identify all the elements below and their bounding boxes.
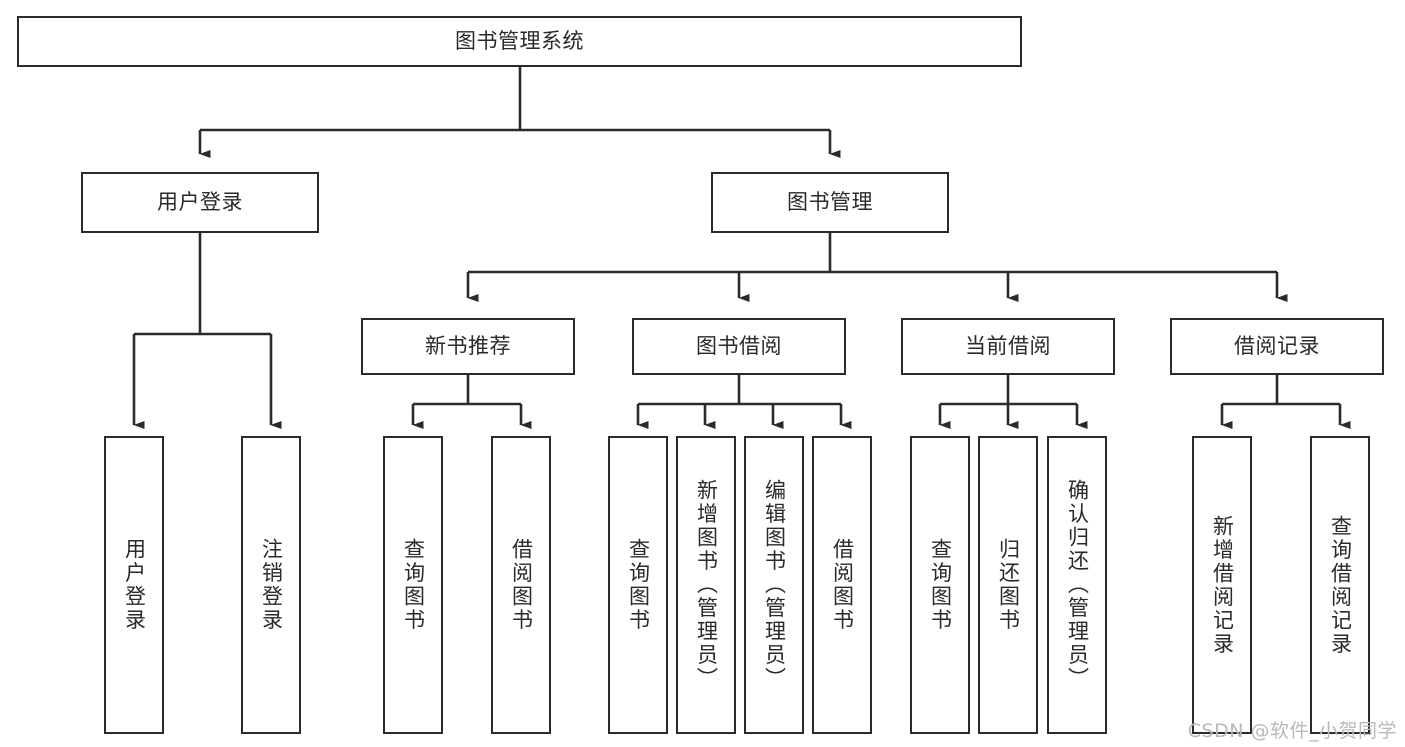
node-leaf-user-login-label: 用户登录	[122, 538, 147, 632]
node-leaf-borrow-book-1[interactable]: 借阅图书	[491, 436, 551, 734]
node-leaf-query-book-1-label: 查询图书	[401, 538, 426, 632]
node-new-book-recommend-label: 新书推荐	[425, 334, 511, 359]
node-leaf-edit-book[interactable]: 编辑图书（管理员）	[744, 436, 804, 734]
node-current-borrow[interactable]: 当前借阅	[901, 318, 1115, 375]
node-borrow-record-label: 借阅记录	[1234, 334, 1320, 359]
node-leaf-return-book[interactable]: 归还图书	[978, 436, 1038, 734]
node-leaf-edit-book-label: 编辑图书（管理员）	[762, 479, 787, 691]
node-leaf-confirm-return-label: 确认归还（管理员）	[1065, 479, 1090, 691]
node-leaf-add-book-label: 新增图书（管理员）	[694, 479, 719, 691]
node-leaf-logout-login-label: 注销登录	[259, 538, 284, 632]
node-leaf-confirm-return[interactable]: 确认归还（管理员）	[1047, 436, 1107, 734]
node-book-borrow-label: 图书借阅	[696, 334, 782, 359]
node-leaf-query-book-3[interactable]: 查询图书	[910, 436, 970, 734]
node-leaf-borrow-book-2-label: 借阅图书	[830, 538, 855, 632]
node-leaf-user-login[interactable]: 用户登录	[104, 436, 164, 734]
node-leaf-return-book-label: 归还图书	[996, 538, 1021, 632]
watermark: CSDN @软件_小贺同学	[1187, 720, 1397, 742]
node-book-manage[interactable]: 图书管理	[711, 172, 949, 233]
node-borrow-record[interactable]: 借阅记录	[1170, 318, 1384, 375]
node-user-login-label: 用户登录	[157, 190, 243, 215]
node-leaf-logout-login[interactable]: 注销登录	[241, 436, 301, 734]
node-user-login[interactable]: 用户登录	[81, 172, 319, 233]
node-new-book-recommend[interactable]: 新书推荐	[361, 318, 575, 375]
node-leaf-borrow-book-1-label: 借阅图书	[509, 538, 534, 632]
node-leaf-query-book-2-label: 查询图书	[626, 538, 651, 632]
node-leaf-add-book[interactable]: 新增图书（管理员）	[676, 436, 736, 734]
node-leaf-query-book-3-label: 查询图书	[928, 538, 953, 632]
node-leaf-query-book-1[interactable]: 查询图书	[383, 436, 443, 734]
node-leaf-query-record[interactable]: 查询借阅记录	[1310, 436, 1370, 734]
node-leaf-query-record-label: 查询借阅记录	[1328, 514, 1353, 656]
node-leaf-query-book-2[interactable]: 查询图书	[608, 436, 668, 734]
node-book-manage-label: 图书管理	[787, 190, 873, 215]
node-root[interactable]: 图书管理系统	[17, 16, 1022, 67]
node-leaf-add-record[interactable]: 新增借阅记录	[1192, 436, 1252, 734]
node-leaf-borrow-book-2[interactable]: 借阅图书	[812, 436, 872, 734]
node-leaf-add-record-label: 新增借阅记录	[1210, 514, 1235, 656]
node-current-borrow-label: 当前借阅	[965, 334, 1051, 359]
node-book-borrow[interactable]: 图书借阅	[632, 318, 846, 375]
node-root-label: 图书管理系统	[455, 29, 584, 54]
